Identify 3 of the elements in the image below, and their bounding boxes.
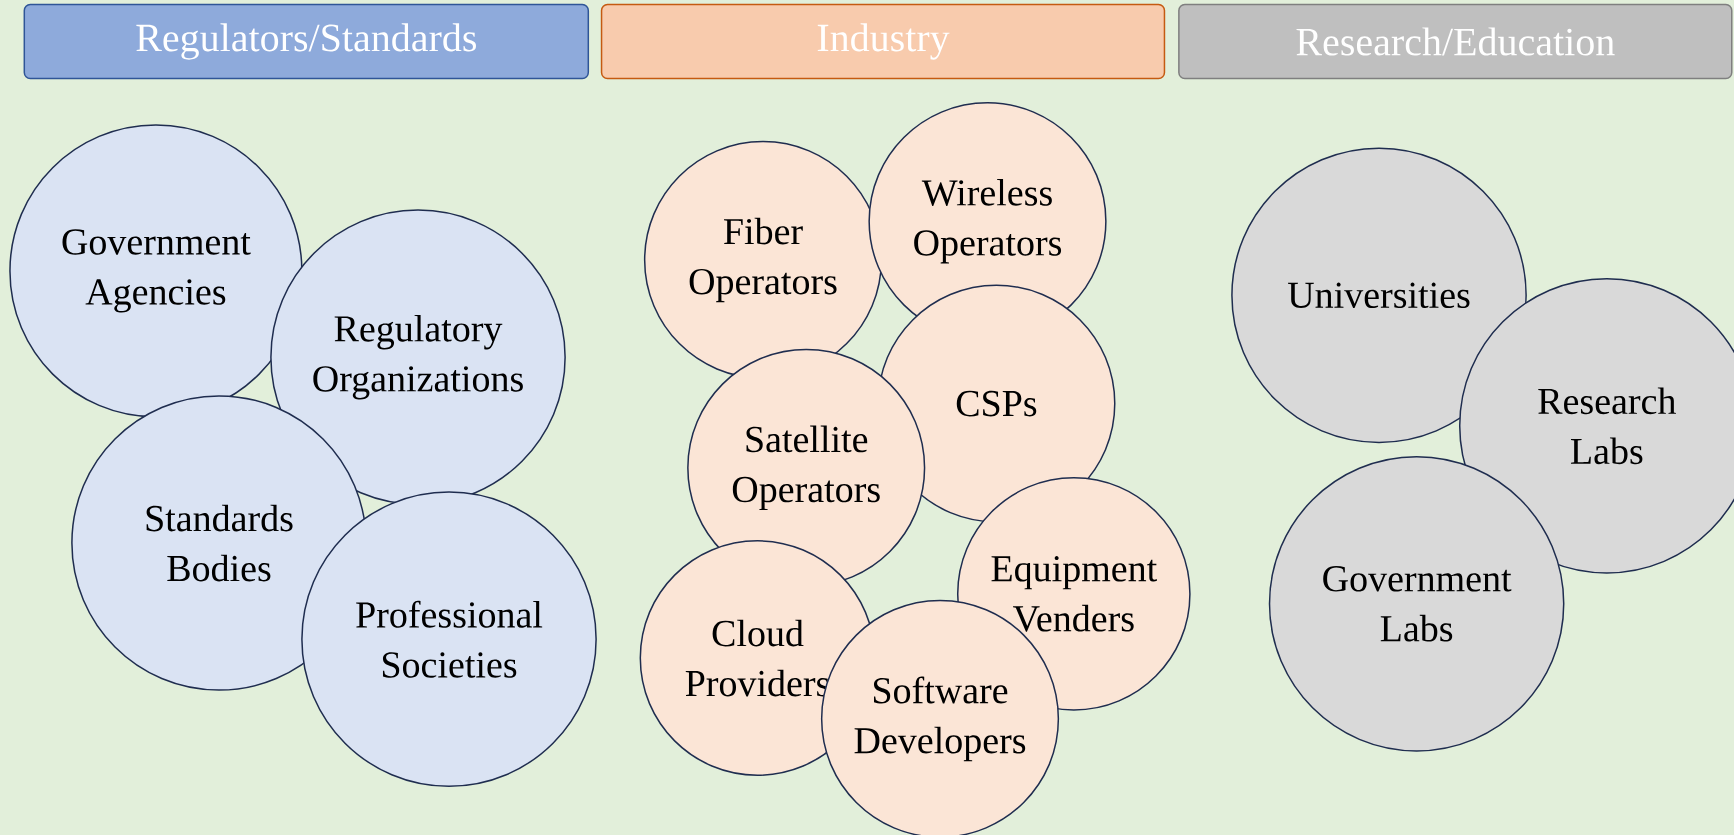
- category-header: Regulators/Standards: [23, 3, 590, 80]
- category-header: Industry: [600, 3, 1166, 80]
- category-header: Research/Education: [1178, 3, 1733, 80]
